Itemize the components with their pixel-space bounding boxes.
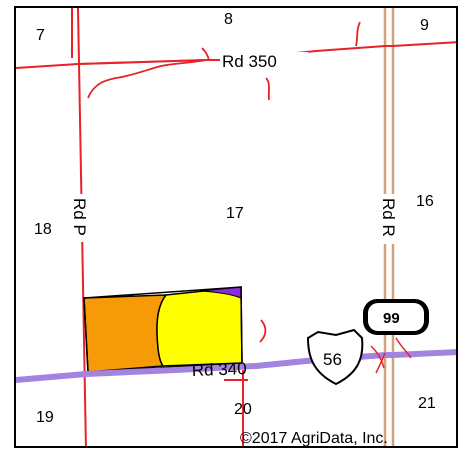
section-number-16: 16 (416, 193, 434, 210)
road-label-rd-r-bg (380, 194, 398, 244)
field-boundary (83, 286, 243, 373)
section-number-17: 17 (226, 205, 244, 222)
road-rd-350-branch-2 (201, 47, 210, 61)
road-label-rd-340: Rd 340 (191, 359, 246, 380)
ramp-hwy-99 (370, 337, 412, 374)
section-number-19: 19 (36, 409, 54, 426)
map-frame[interactable]: 7 8 9 16 17 18 19 20 21 Rd 350 Rd 340 Rd… (14, 6, 458, 448)
us-route-shield-56[interactable]: 56 (306, 328, 364, 386)
road-label-rd-r: Rd R (379, 198, 398, 237)
highway-rd-340 (16, 349, 456, 383)
section-number-8: 8 (224, 11, 233, 28)
us-route-number: 56 (323, 350, 342, 369)
road-label-rd-350-bg (220, 52, 308, 70)
field-parcels[interactable] (83, 286, 243, 373)
road-rd-350-branch-4 (355, 21, 361, 47)
section-number-20: 20 (234, 401, 252, 418)
section-number-9: 9 (420, 17, 429, 34)
road-rd-340-branch-1 (259, 319, 267, 343)
field-orange[interactable] (83, 294, 168, 373)
copyright-text: ©2017 AgriData, Inc. (240, 430, 388, 447)
section-number-21: 21 (418, 395, 436, 412)
state-route-number: 99 (383, 310, 400, 327)
road-label-rd-p: Rd P (70, 198, 89, 236)
road-rd-350-branch-3 (265, 77, 270, 101)
road-label-rd-p-bg (72, 194, 90, 242)
section-number-7: 7 (36, 27, 45, 44)
road-rd-350-branch-1 (87, 59, 207, 99)
map-canvas[interactable]: 7 8 9 16 17 18 19 20 21 Rd 350 Rd 340 Rd… (16, 8, 458, 448)
section-number-18: 18 (34, 221, 52, 238)
field-yellow[interactable] (156, 286, 243, 367)
state-route-shield-99[interactable]: 99 (363, 299, 429, 335)
road-label-rd-350: Rd 350 (222, 52, 277, 71)
